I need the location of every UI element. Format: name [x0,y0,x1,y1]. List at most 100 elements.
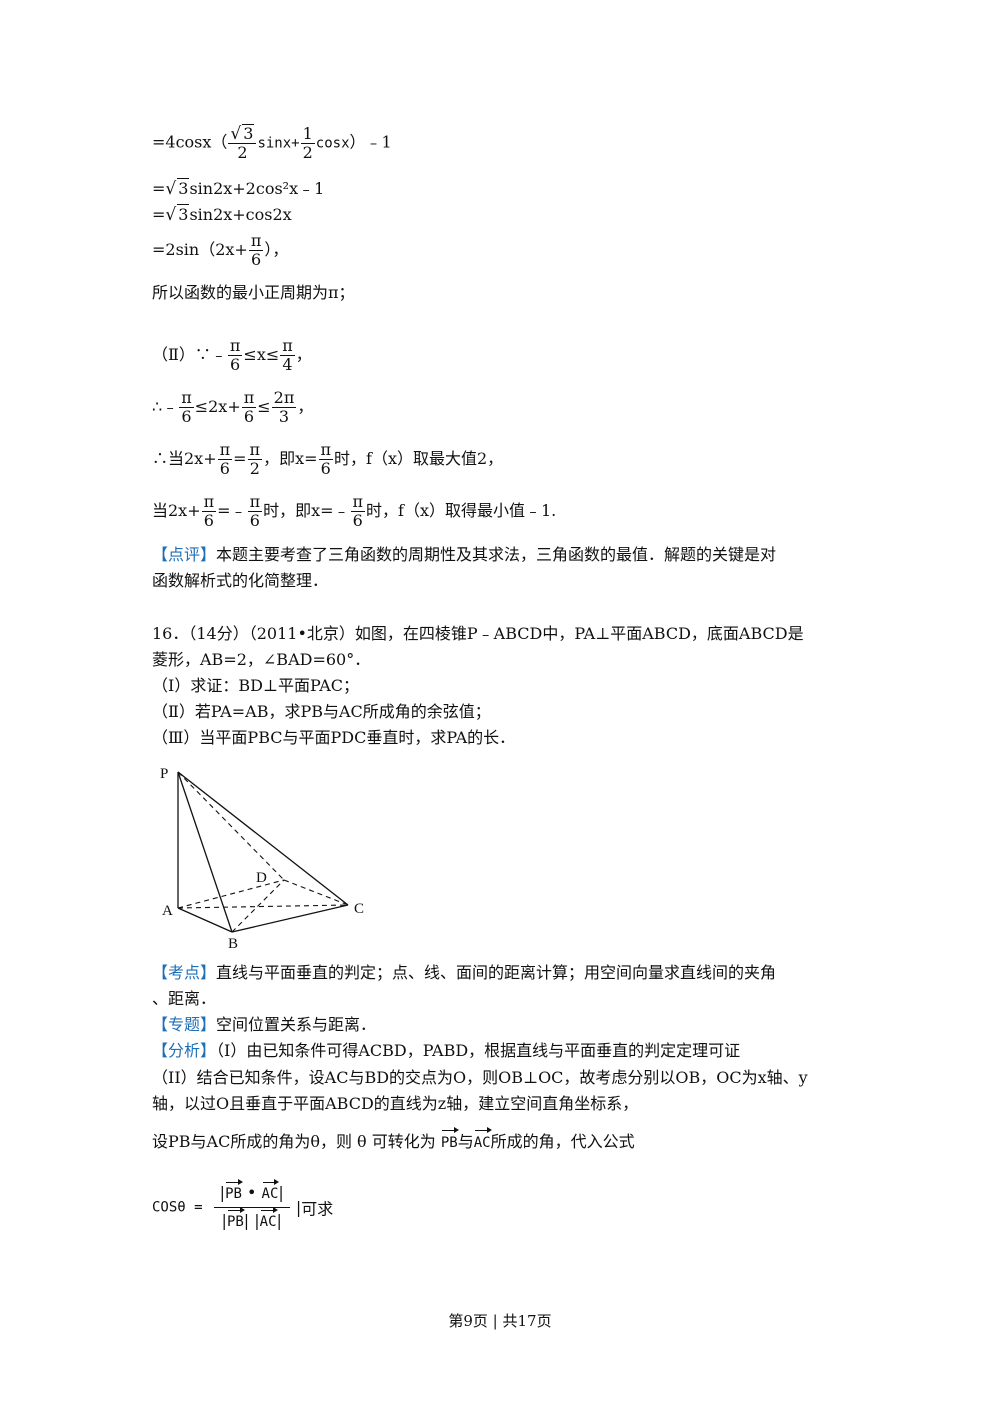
label-c: C [354,901,364,917]
fenxi-line-2: （II）结合已知条件，设AC与BD的交点为O，则OB⊥OC，故考虑分别以OB，O… [152,1068,808,1087]
equation-line-2: =√3sin2x+2cos²x﹣1 [152,178,325,199]
kaodian-line-1: 【考点】直线与平面垂直的判定；点、线、面间的距离计算；用空间向量求直线间的夹角 [152,963,776,983]
cos-label: COSθ = [152,1199,203,1216]
sqrt-value: 3 [242,124,255,143]
pyramid-figure: P A B C D [160,766,364,950]
text: ）， [264,240,289,259]
fenxi-line-3: 轴，以过O且垂直于平面ABCD的直线为z轴，建立空间直角坐标系， [152,1094,639,1113]
numerator: π [247,492,263,512]
text: 空间位置关系与距离． [216,1015,377,1034]
edge-ad [177,879,285,909]
denominator: 6 [203,511,214,530]
question-16-part-2: （Ⅱ）若PA=AB，求PB与AC所成角的余弦值； [152,702,491,721]
text: （I）由已知条件可得ACBD，PABD，根据直线与平面垂直的判定定理可证 [216,1041,741,1060]
denominator: 6 [251,250,262,269]
fenxi-tag: 【分析】 [152,1041,217,1060]
text: 与 [457,1132,474,1151]
denominator: 3 [278,407,290,426]
fenxi-line-1: 【分析】（I）由已知条件可得ACBD，PABD，根据直线与平面垂直的判定定理可证 [152,1041,740,1061]
edge-dc [283,879,349,906]
numerator: 2π [271,388,297,408]
text: ≤x≤ [243,345,280,364]
text: =﹣ [217,501,247,520]
numerator: π [217,440,233,460]
denominator: 2 [249,459,260,478]
diagonal-ac [177,904,349,909]
fenxi-line-4: 设PB与AC所成的角为θ，则 θ 可转化为 PB与AC所成的角，代入公式 [152,1127,635,1153]
sqrt-value: 3 [177,204,190,224]
vector-pb: PB [226,1207,245,1230]
numerator: π [201,492,217,512]
review-tag: 【点评】 [152,545,217,564]
period-conclusion: 所以函数的最小正周期为π； [152,283,355,302]
text: ，即x= [263,449,318,468]
text: cosx [315,135,350,152]
denominator: 6 [230,355,241,374]
text: 时，f（x）取最大值2， [334,449,504,468]
text: = [152,179,166,198]
text: 时，f（x）取得最小值﹣1. [366,501,557,520]
numerator: π [248,231,264,251]
text: =4cosx（ [152,132,228,152]
numerator: 1 [300,123,315,144]
text: 当2x+ [152,501,201,520]
edge-pd [177,771,285,881]
text: （Ⅱ）∵﹣ [152,345,227,364]
cosine-formula: COSθ = |PB • AC| |PB| |AC| |可求 [152,1179,334,1235]
equation-line-3: =√3sin2x+cos2x [152,204,292,225]
text: 可求 [301,1199,334,1219]
text: 直线与平面垂直的判定；点、线、面间的距离计算；用空间向量求直线间的夹角 [216,963,777,982]
label-a: A [162,903,173,919]
text: ≤ [257,397,271,416]
numerator: π [227,336,243,356]
text: sinx+ [257,135,300,152]
vector-ac: AC [473,1127,492,1151]
text: 设PB与AC所成的角为θ，则 θ 可转化为 [152,1132,441,1151]
zhuanti-line: 【专题】空间位置关系与距离． [152,1015,376,1035]
denominator: 6 [320,459,331,478]
numerator: π [318,440,334,460]
denominator: 6 [181,407,192,426]
text: ≤2x+ [194,397,241,416]
numerator: π [350,492,366,512]
denominator: 6 [352,511,363,530]
cos-denominator: |PB| |AC| [221,1207,282,1230]
zhuanti-tag: 【专题】 [152,1015,217,1034]
label-d: D [256,870,267,886]
denominator: 6 [249,511,260,530]
text: ∴﹣ [152,397,179,416]
numerator: π [247,440,263,460]
vector-ac: AC [259,1207,278,1230]
cos-numerator: |PB • AC| [213,1179,290,1208]
text: 所成的角，代入公式 [490,1132,635,1151]
text: 本题主要考查了三角函数的周期性及其求法，三角函数的最值．解题的关键是对 [216,545,777,564]
kaodian-line-2: 、距离． [152,989,217,1008]
review-line-1: 【点评】本题主要考查了三角函数的周期性及其求法，三角函数的最值．解题的关键是对 [152,545,776,565]
text: =2sin（2x+ [152,240,248,259]
text: = [152,205,166,224]
review-line-2: 函数解析式的化简整理． [152,571,329,590]
edge-pc [177,771,349,906]
denominator: 6 [219,459,230,478]
text: sin2x+2cos²x﹣1 [189,179,325,198]
edge-pb [177,771,233,933]
numerator: π [241,388,257,408]
denominator: 2 [302,142,313,162]
dot-symbol: • [247,1183,257,1202]
cos-fraction: |PB • AC| |PB| |AC| [213,1179,290,1235]
question-16-line-2: 菱形，AB=2，∠BAD=60°． [152,650,371,669]
vector-pb: PB [225,1179,243,1202]
diagonal-bd [231,879,285,933]
denominator: 6 [243,407,255,426]
label-b: B [228,936,238,950]
text: sin2x+cos2x [189,205,292,224]
numerator: π [179,388,194,408]
kaodian-tag: 【考点】 [152,963,217,982]
question-16-part-3: （Ⅲ）当平面PBC与平面PDC垂直时，求PA的长． [152,728,516,747]
